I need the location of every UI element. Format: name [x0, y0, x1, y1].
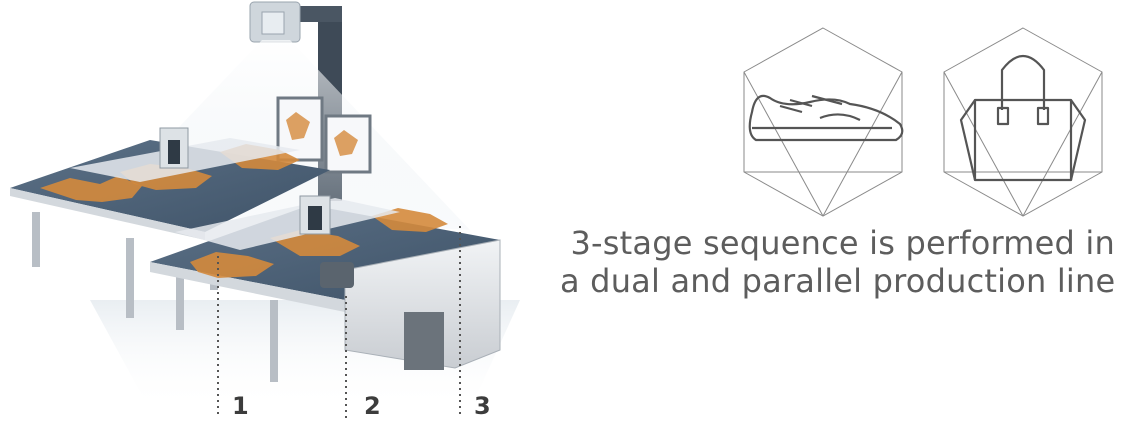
caption-line-2: a dual and parallel production line [560, 262, 1116, 300]
caption: 3-stage sequence is performed in a dual … [560, 224, 1115, 300]
stage-markers [217, 226, 461, 418]
front-cutting-table [150, 195, 501, 370]
back-cutting-table [10, 127, 330, 240]
stage-label-3: 3 [474, 392, 491, 420]
front-table-legs [176, 270, 278, 382]
sneaker-icon [743, 27, 904, 217]
stage-label-2: 2 [364, 392, 381, 420]
stage-label-1: 1 [232, 392, 249, 420]
handbag-icon [943, 27, 1103, 217]
caption-line-1: 3-stage sequence is performed in [570, 224, 1115, 262]
